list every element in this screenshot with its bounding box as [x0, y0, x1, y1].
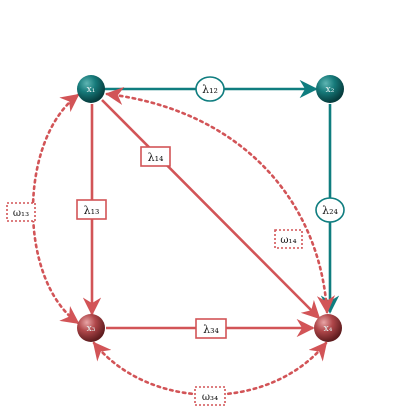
lambda24-text: λ₂₄	[322, 204, 338, 217]
label-lambda12: λ₁₂	[195, 76, 225, 102]
label-lambda13: λ₁₃	[76, 199, 107, 220]
lambda34-text: λ₃₄	[203, 323, 219, 336]
node-x1: x₁	[77, 75, 105, 103]
label-omega13: ω₁₃	[6, 202, 36, 222]
node-x4-label: x₄	[324, 324, 333, 334]
lambda12-text: λ₁₂	[202, 83, 218, 96]
node-x2: x₂	[316, 75, 344, 103]
correlation-x1-x4	[105, 86, 336, 314]
node-x1-label: x₁	[87, 85, 96, 95]
node-x3-label: x₃	[87, 324, 96, 334]
node-x2-label: x₂	[326, 85, 335, 95]
omega14-text: ω₁₄	[280, 235, 296, 246]
label-lambda34: λ₃₄	[195, 318, 227, 339]
label-omega14: ω₁₄	[274, 229, 303, 249]
edge-x1-x4	[101, 99, 321, 320]
correlation-x3-x4	[92, 341, 328, 397]
node-x3: x₃	[77, 314, 105, 342]
correlation-x1-x3	[31, 93, 80, 325]
label-lambda24: λ₂₄	[315, 197, 345, 223]
node-x4: x₄	[314, 314, 342, 342]
label-lambda14: λ₁₄	[140, 146, 171, 167]
lambda14-text: λ₁₄	[148, 151, 164, 164]
lambda13-text: λ₁₃	[84, 204, 100, 217]
label-omega34: ω₃₄	[194, 386, 226, 406]
omega34-text: ω₃₄	[202, 392, 218, 403]
omega13-text: ω₁₃	[13, 208, 29, 219]
